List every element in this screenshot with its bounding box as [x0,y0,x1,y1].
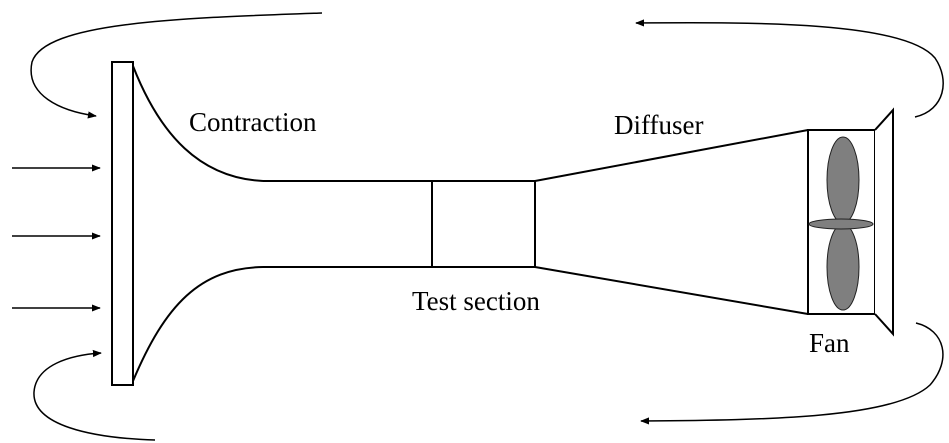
fan-hub [808,218,874,230]
contraction-lower-wall [132,266,264,382]
label-contraction: Contraction [189,107,317,137]
inlet-screen [111,61,134,386]
diffuser-upper-wall [534,129,809,182]
return-arrow-top-left [30,12,323,119]
return-arrow-bottom-left [33,349,156,441]
fan-blade-lower [826,223,860,311]
label-diffuser: Diffuser [614,110,703,140]
return-arrow-top-right [635,19,944,118]
fan-blade-upper [826,136,860,224]
return-arrow-bottom-right [640,322,944,425]
label-test-section: Test section [412,286,540,316]
contraction-upper-wall [132,65,264,182]
fan-outlet-flare [874,107,894,337]
diffuser-lower-wall [534,266,809,315]
label-fan: Fan [809,328,850,358]
